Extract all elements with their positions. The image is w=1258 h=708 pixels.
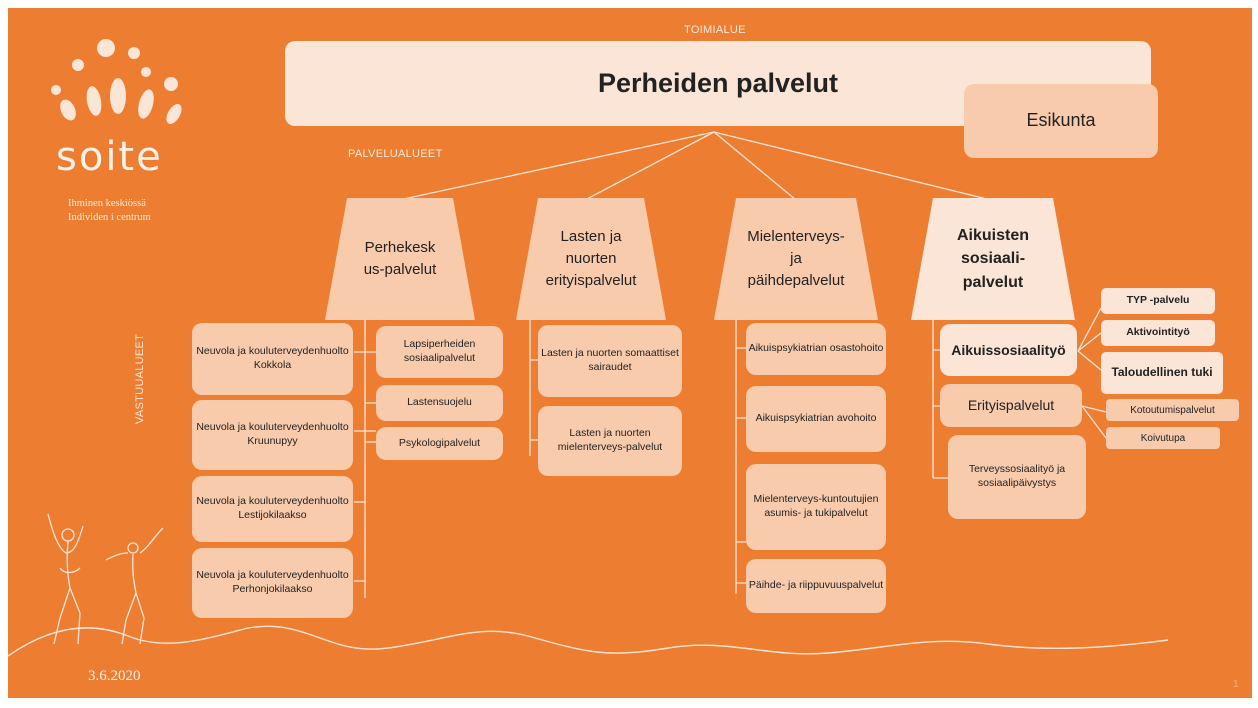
unit-avohoito: Aikuispsykiatrian avohoito	[746, 386, 886, 452]
unit-psykologipalvelut: Psykologipalvelut	[376, 427, 503, 460]
unit-taloudellinen-tuki: Taloudellinen tuki	[1101, 352, 1223, 394]
unit-label: Kotoutumispalvelut	[1130, 404, 1215, 416]
unit-lapsiperheiden: Lapsiperheiden sosiaalipalvelut	[376, 326, 503, 378]
vastuualueet-label: VASTUUALUEET	[134, 333, 146, 424]
unit-label: Mielenterveys-kuntoutujien asumis- ja tu…	[753, 493, 879, 519]
unit-aikuissosiaalityo: Aikuissosiaalityö	[940, 324, 1077, 376]
unit-neuvola-lestijokilaakso: Neuvola ja kouluterveydenhuolto Lestijok…	[192, 476, 353, 542]
unit-label: Taloudellinen tuki	[1111, 365, 1213, 380]
tagline-fi: Ihminen keskiössä	[68, 198, 146, 209]
unit-label: Lastensuojelu	[407, 396, 472, 409]
unit-label: Lasten ja nuorten somaattiset sairaudet	[541, 347, 679, 373]
runners-drawing	[47, 513, 164, 645]
unit-mielenterveys-palvelut: Lasten ja nuorten mielenterveys-palvelut	[538, 406, 682, 476]
unit-aktivointityo: Aktivointityö	[1101, 320, 1215, 346]
unit-kotoutumispalvelut: Kotoutumispalvelut	[1106, 399, 1239, 421]
unit-lastensuojelu: Lastensuojelu	[376, 385, 503, 421]
area-lasten: Lasten ja nuorten erityispalvelut	[516, 198, 666, 320]
tagline-sv: Individen i centrum	[68, 211, 151, 223]
esikunta-box: Esikunta	[964, 84, 1158, 158]
unit-terveyssosiaalityo: Terveyssosiaalityö ja sosiaalipäivystys	[948, 435, 1086, 519]
esikunta-label: Esikunta	[1026, 110, 1096, 131]
unit-label: Aikuispsykiatrian avohoito	[755, 412, 877, 425]
soite-logo-icon	[51, 39, 182, 124]
unit-label: Neuvola ja kouluterveydenhuolto Perhonjo…	[196, 569, 349, 595]
unit-neuvola-kruunupyy: Neuvola ja kouluterveydenhuolto Kruunupy…	[192, 400, 353, 470]
area-aikuisten-label: Aikuisten sosiaali-palvelut	[957, 227, 1030, 291]
unit-paihde: Päihde- ja riippuvuuspalvelut	[746, 559, 886, 613]
unit-neuvola-kokkola: Neuvola ja kouluterveydenhuolto Kokkola	[192, 323, 353, 395]
unit-label: Neuvola ja kouluterveydenhuolto Kruunupy…	[196, 421, 349, 447]
logo-wordmark: soite	[56, 134, 163, 180]
main-title: Perheiden palvelut	[597, 67, 839, 98]
unit-kuntoutujien: Mielenterveys-kuntoutujien asumis- ja tu…	[746, 464, 886, 550]
unit-koivutupa: Koivutupa	[1106, 427, 1220, 449]
area-mielenterveys: Mielenterveys-ja päihdepalvelut	[714, 198, 878, 320]
unit-label: Päihde- ja riippuvuuspalvelut	[748, 579, 884, 592]
unit-label: Aktivointityö	[1126, 326, 1190, 339]
unit-label: Terveyssosiaalityö ja sosiaalipäivystys	[968, 463, 1066, 489]
unit-label: Lasten ja nuorten mielenterveys-palvelut	[557, 427, 663, 453]
unit-typ-palvelu: TYP -palvelu	[1101, 288, 1215, 314]
unit-somaattiset: Lasten ja nuorten somaattiset sairaudet	[538, 325, 682, 397]
unit-osastohoito: Aikuispsykiatrian osastohoito	[746, 323, 886, 375]
connector-lines	[8, 131, 1169, 657]
unit-label: Lapsiperheiden sosiaalipalvelut	[403, 338, 476, 364]
area-mielenterveys-label: Mielenterveys-ja päihdepalvelut	[747, 228, 845, 289]
unit-label: Psykologipalvelut	[398, 436, 481, 449]
unit-label: Koivutupa	[1140, 432, 1186, 444]
logo-tagline: Ihminen keskiössä Individen i centrum	[68, 197, 151, 224]
unit-neuvola-perhonjokilaakso: Neuvola ja kouluterveydenhuolto Perhonjo…	[192, 548, 353, 618]
area-perhekeskus: Perhekeskus-palvelut	[325, 198, 475, 320]
unit-erityispalvelut: Erityispalvelut	[940, 384, 1082, 427]
footer-date: 3.6.2020	[88, 668, 141, 684]
unit-label: Neuvola ja kouluterveydenhuolto Kokkola	[196, 345, 349, 371]
unit-label: Neuvola ja kouluterveydenhuolto Lestijok…	[196, 495, 349, 521]
org-chart-slide: soite Ihminen keskiössä Individen i cent…	[8, 8, 1252, 698]
area-aikuisten: Aikuisten sosiaali-palvelut	[911, 198, 1075, 320]
unit-label: Erityispalvelut	[967, 397, 1055, 414]
unit-label: Aikuissosiaalityö	[951, 341, 1066, 358]
area-lasten-label: Lasten ja nuorten erityispalvelut	[545, 228, 637, 289]
area-perhekeskus-label: Perhekeskus-palvelut	[363, 239, 437, 278]
palvelualueet-label: PALVELUALUEET	[348, 148, 443, 160]
page-number: 1	[1233, 679, 1239, 690]
toimialue-label: TOIMIALUE	[684, 24, 746, 36]
unit-label: TYP -palvelu	[1126, 294, 1190, 307]
unit-label: Aikuispsykiatrian osastohoito	[748, 342, 884, 355]
